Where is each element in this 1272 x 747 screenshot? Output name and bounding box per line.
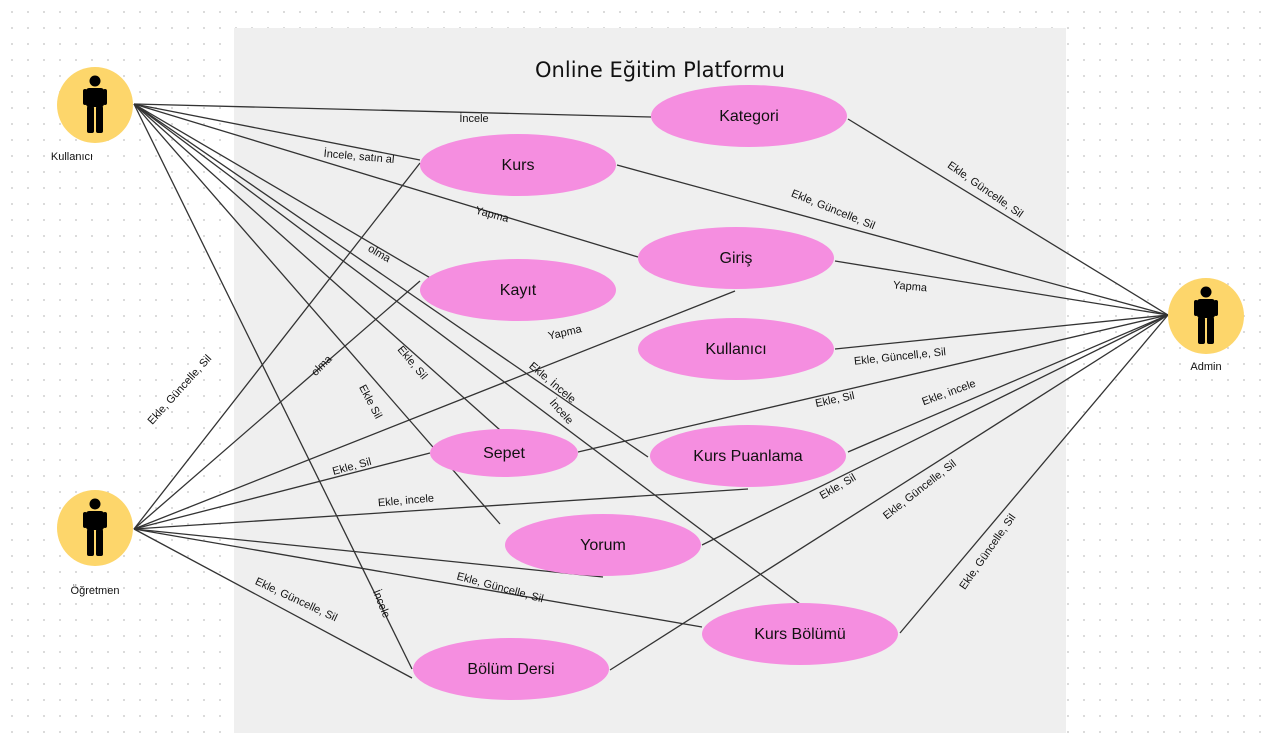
association-label-ogretmen-sepet: Ekle, Sil [331, 456, 373, 478]
use-case-label: Kayıt [500, 282, 537, 299]
actor-label: Admin [1190, 361, 1221, 373]
use-case-ellipse [638, 318, 834, 380]
use-case-kayit[interactable]: Kayıt [420, 259, 616, 321]
association-label-admin-yorum: Ekle, Sil [818, 472, 858, 502]
use-case-ellipse [651, 85, 847, 147]
use-case-ellipse [650, 425, 846, 487]
association-line-ogretmen-yorum [133, 528, 604, 578]
use-case-label: Bölüm Dersi [467, 661, 554, 678]
use-case-giris[interactable]: Giriş [638, 227, 834, 289]
use-case-ellipse [430, 429, 578, 477]
person-icon [83, 75, 107, 133]
association-line-admin-kategori [847, 118, 1169, 316]
use-case-sepet[interactable]: Sepet [430, 429, 578, 477]
system-boundary [234, 28, 1066, 733]
association-line-admin-kurs [616, 164, 1169, 316]
use-case-kategori[interactable]: Kategori [651, 85, 847, 147]
association-label-kullanici-kurs: İncele, satın al [323, 147, 395, 166]
association-line-kullanici-kurs_puanlama [133, 103, 649, 458]
association-label-kullanici-kayit: olma [366, 243, 393, 266]
association-line-ogretmen-kurs [133, 162, 421, 530]
associations [133, 103, 1169, 679]
association-line-kullanici-kategori [133, 103, 652, 118]
use-case-kurs_puanlama[interactable]: Kurs Puanlama [650, 425, 846, 487]
use-case-ellipse [638, 227, 834, 289]
association-label-ogretmen-kayit: olma [309, 353, 335, 379]
association-line-kullanici-kurs [133, 103, 421, 161]
association-label-admin-kurs_puanlama: Ekle, incele [920, 378, 977, 409]
association-line-ogretmen-kurs_bolumu [133, 528, 703, 628]
use-case-label: Kullanıcı [705, 341, 766, 358]
use-case-kullanici_uc[interactable]: Kullanıcı [638, 318, 834, 380]
actor-admin[interactable]: Admin [1168, 278, 1244, 373]
association-line-kullanici-bolum_dersi [133, 103, 413, 670]
association-label-ogretmen-kurs_puanlama: Ekle, incele [377, 492, 434, 509]
use-case-ellipse [420, 259, 616, 321]
use-case-label: Sepet [483, 445, 525, 462]
use-case-label: Kurs Bölümü [754, 626, 846, 643]
association-label-kullanici-kategori: İncele [459, 112, 488, 125]
actor-kullanici[interactable]: Kullanıcı [51, 67, 133, 163]
association-line-ogretmen-kurs_puanlama [133, 488, 749, 530]
association-label-ogretmen-kurs_bolumu: Ekle, Güncelle, Sil [455, 571, 544, 606]
association-label-kullanici-bolum_dersi: İncele [370, 588, 393, 620]
use-case-yorum[interactable]: Yorum [505, 514, 701, 576]
diagram-title: Online Eğitim Platformu [535, 58, 785, 82]
association-line-kullanici-sepet [133, 103, 501, 431]
association-line-admin-yorum [701, 314, 1169, 546]
association-line-ogretmen-sepet [133, 452, 431, 530]
association-label-admin-sepet: Ekle, Sil [814, 390, 855, 410]
person-icon [83, 498, 107, 556]
association-label-ogretmen-kurs: Ekle, Güncelle, Sil [146, 353, 215, 427]
person-icon [1194, 286, 1218, 344]
use-case-kurs_bolumu[interactable]: Kurs Bölümü [702, 603, 898, 665]
association-line-admin-bolum_dersi [609, 314, 1169, 671]
association-line-admin-giris [834, 260, 1169, 316]
association-label-kullanici-yorum: Ekle Sil [356, 383, 384, 421]
use-case-ellipse [420, 134, 616, 196]
use-case-label: Giriş [720, 250, 753, 267]
association-line-admin-sepet [577, 314, 1169, 453]
actor-label: Öğretmen [71, 585, 120, 597]
association-line-ogretmen-giris [133, 290, 736, 530]
association-label-kullanici-giris: Yapma [474, 205, 511, 226]
use-case-ellipse [505, 514, 701, 576]
actor-ogretmen[interactable]: Öğretmen [57, 490, 133, 597]
use-case-label: Kurs [502, 157, 535, 174]
association-line-admin-kullanici_uc [834, 314, 1169, 350]
association-label-admin-giris: Yapma [893, 279, 929, 294]
association-line-kullanici-kurs_bolumu [133, 103, 801, 605]
association-line-admin-kurs_bolumu [899, 314, 1169, 634]
association-label-admin-kurs_bolumu: Ekle, Güncelle, Sil [957, 512, 1018, 592]
use-case-ellipse [702, 603, 898, 665]
use-case-bolum_dersi[interactable]: Bölüm Dersi [413, 638, 609, 700]
association-label-ogretmen-giris: Yapma [547, 323, 584, 343]
association-line-kullanici-giris [133, 103, 639, 258]
use-case-label: Kurs Puanlama [693, 448, 802, 465]
use-case-kurs[interactable]: Kurs [420, 134, 616, 196]
use-case-label: Kategori [719, 108, 779, 125]
actor-label: Kullanıcı [51, 151, 93, 163]
association-line-ogretmen-bolum_dersi [133, 528, 413, 679]
association-line-ogretmen-kayit [133, 280, 421, 530]
association-label-admin-kullanici_uc: Ekle, Güncell,e, Sil [853, 346, 946, 368]
association-label-admin-kurs: Ekle, Güncelle, Sil [789, 188, 876, 233]
association-label-admin-kategori: Ekle, Güncelle, Sil [945, 159, 1025, 220]
association-line-admin-kurs_puanlama [847, 314, 1169, 453]
use-case-ellipse [413, 638, 609, 700]
use-case-label: Yorum [580, 537, 626, 554]
